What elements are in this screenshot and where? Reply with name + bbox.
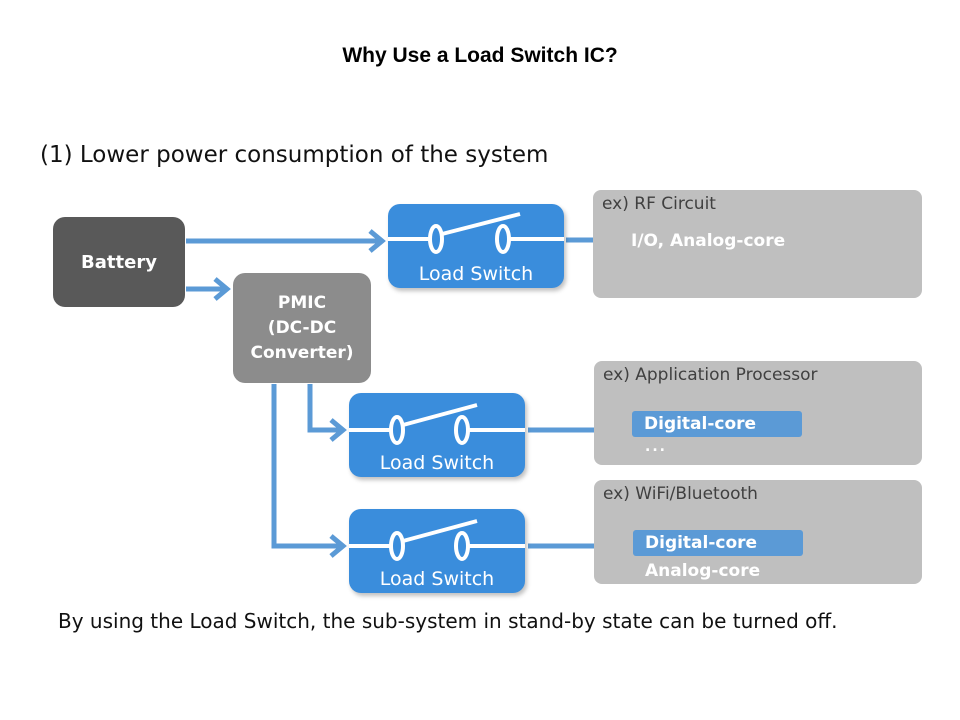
- subsystem-item-highlighted: Digital-core: [632, 411, 802, 437]
- subsystem-item-more: ...: [645, 439, 667, 455]
- switch-symbol-icon: [349, 519, 525, 561]
- subsystem-application-processor: ex) Application Processor Digital-core .…: [594, 361, 922, 465]
- wire-pmic-to-ls2: [307, 384, 343, 433]
- arrowhead: [368, 229, 386, 253]
- battery-label: Battery: [81, 251, 157, 273]
- subsystem-item: I/O, Analog-core: [631, 231, 786, 251]
- wire-pmic-to-ls3: [271, 384, 343, 549]
- switch-symbol-icon: [388, 212, 564, 254]
- arrowhead: [329, 534, 347, 558]
- footer-note: By using the Load Switch, the sub-system…: [58, 609, 838, 633]
- load-switch-3: Load Switch: [349, 509, 525, 593]
- pmic-label-line1: PMIC: [277, 292, 327, 313]
- load-switch-label: Load Switch: [418, 263, 534, 285]
- subsystem-item-highlighted: Digital-core: [633, 530, 803, 556]
- subsystem-wifi-bluetooth: ex) WiFi/Bluetooth Digital-core Analog-c…: [594, 480, 922, 584]
- slide-title: Why Use a Load Switch IC?: [342, 44, 618, 67]
- subsystem-title: ex) Application Processor: [603, 365, 818, 385]
- arrowhead: [213, 277, 231, 301]
- subsystem-rf-circuit: ex) RF Circuit I/O, Analog-core: [593, 190, 922, 298]
- pmic-block: PMIC (DC-DC Converter): [233, 273, 371, 383]
- load-switch-label: Load Switch: [379, 568, 495, 590]
- battery-block: Battery: [53, 217, 185, 307]
- pmic-label-line2: (DC-DC: [267, 317, 337, 338]
- arrowhead: [329, 418, 347, 442]
- pmic-label-line3: Converter): [250, 342, 354, 363]
- load-switch-1: Load Switch: [388, 204, 564, 288]
- load-switch-label: Load Switch: [379, 452, 495, 474]
- subsystem-item: Analog-core: [645, 561, 761, 581]
- switch-symbol-icon: [349, 403, 525, 445]
- subsystem-title: ex) WiFi/Bluetooth: [603, 484, 758, 504]
- load-switch-2: Load Switch: [349, 393, 525, 477]
- slide-subtitle: (1) Lower power consumption of the syste…: [40, 142, 549, 168]
- subsystem-title: ex) RF Circuit: [602, 194, 716, 214]
